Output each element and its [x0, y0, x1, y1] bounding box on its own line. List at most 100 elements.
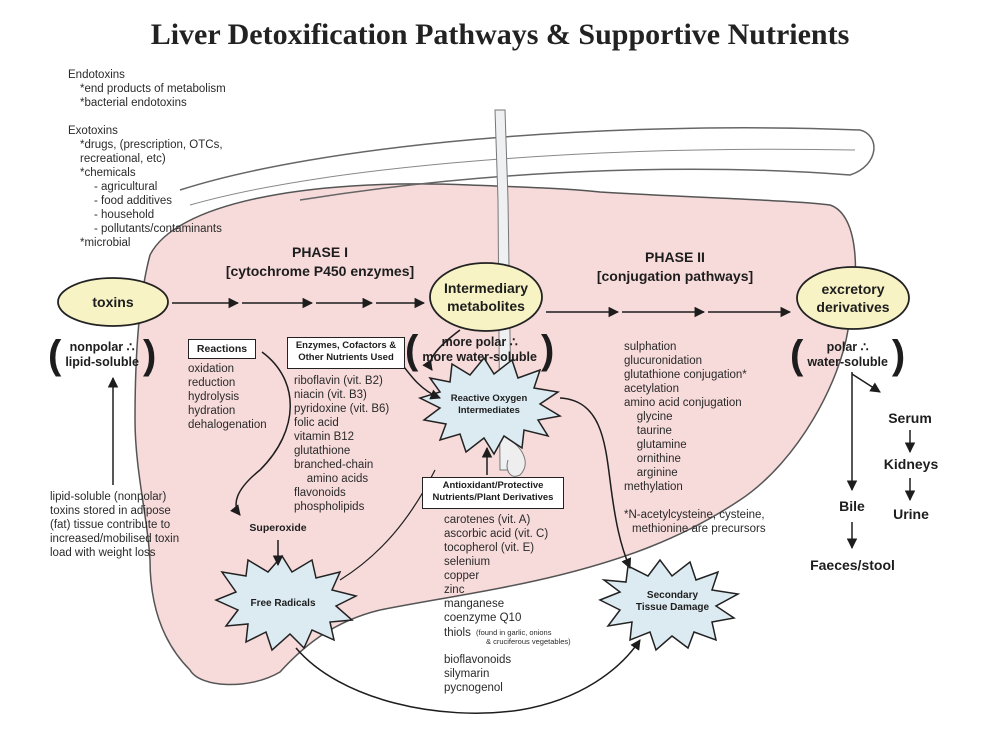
- thiols-note-line2: & cruciferous vegetables): [486, 637, 571, 646]
- exotoxins-heading: Exotoxins: [68, 125, 118, 137]
- arrow-reactions-superoxide: [230, 351, 291, 516]
- endotoxin-item: *bacterial endotoxins: [80, 97, 187, 109]
- thiols-note: & cruciferous vegetables): [486, 637, 571, 646]
- polar-qualifier: ( polar ∴ water-soluble ): [790, 335, 905, 375]
- bile-label: Bile: [839, 498, 865, 514]
- exotoxin-line: - pollutants/contaminants: [94, 223, 222, 235]
- toxins-label: toxins: [92, 294, 134, 310]
- excretory-ellipse: [796, 266, 910, 330]
- reaction-item: hydration: [188, 405, 236, 417]
- secondary-star: [598, 558, 741, 652]
- arrow-free-secondary: [295, 639, 641, 714]
- free-radicals-star: [214, 554, 359, 652]
- reaction-item: oxidation: [188, 363, 235, 375]
- antioxidants-header-line2: Nutrients/Plant Derivatives: [432, 492, 554, 503]
- antioxidants-header-line1: Antioxidant/Protective: [442, 480, 544, 491]
- conjugation-item: glutathione conjugation*: [624, 369, 747, 381]
- enzyme-item: vitamin B12: [294, 431, 355, 443]
- conjugation-note: *N-acetylcysteine, cysteine,: [624, 509, 765, 521]
- lipid-note: (fat) tissue contribute to: [50, 519, 171, 531]
- vessel-coil: [506, 439, 526, 477]
- antioxidant-item: ascorbic acid (vit. C): [444, 528, 549, 540]
- open-paren: (: [48, 333, 62, 377]
- more-polar-qualifier: ( more polar ∴ more water-soluble ): [405, 330, 554, 370]
- phase1-line2: [cytochrome P450 enzymes]: [225, 263, 415, 279]
- conjugation-item: taurine: [624, 425, 672, 437]
- nonpolar-text: nonpolar ∴ lipid-soluble: [61, 340, 143, 370]
- exotoxin-line: - food additives: [94, 195, 172, 207]
- polar-line2: water-soluble: [807, 355, 888, 369]
- enzyme-item: glutathione: [294, 445, 351, 457]
- exotoxin-line: - agricultural: [94, 181, 158, 193]
- faeces-label: Faeces/stool: [810, 557, 895, 573]
- antioxidant-item: manganese: [444, 598, 505, 610]
- open-paren: (: [790, 333, 804, 377]
- thiols-note: (found in garlic, onions: [476, 628, 551, 637]
- reactive-oxygen-line1: Reactive Oxygen: [450, 393, 528, 404]
- intermediary-line1: Intermediary: [443, 280, 529, 296]
- lipid-note: increased/mobilised toxin: [50, 533, 180, 545]
- antioxidant-item: copper: [444, 570, 480, 582]
- ligament-line: [179, 127, 875, 201]
- enzymes-header-line1: Enzymes, Cofactors &: [295, 340, 397, 351]
- page-title: Liver Detoxification Pathways & Supporti…: [150, 18, 850, 51]
- antioxidants-header: Antioxidant/Protective Nutrients/Plant D…: [422, 477, 564, 509]
- enzyme-item: flavonoids: [294, 487, 346, 499]
- intermediary-ellipse: [429, 262, 543, 332]
- arrow-intermediary-roi: [422, 329, 461, 371]
- secondary-line2: Tissue Damage: [635, 602, 710, 613]
- conjugation-item: ornithine: [624, 453, 681, 465]
- reactive-oxygen-line2: Intermediates: [458, 405, 520, 416]
- endotoxin-item: *end products of metabolism: [80, 83, 226, 95]
- intermediary-line2: metabolites: [447, 298, 525, 314]
- more-polar-text: more polar ∴ more water-soluble: [418, 335, 541, 365]
- conjugation-item: methylation: [624, 481, 683, 493]
- open-paren: (: [405, 328, 419, 372]
- excretory-line2: derivatives: [816, 299, 890, 315]
- conjugation-note: methionine are precursors: [632, 523, 766, 535]
- exotoxin-line: recreational, etc): [80, 153, 166, 165]
- lipid-note: toxins stored in adipose: [50, 505, 171, 517]
- exotoxin-line: *drugs, (prescription, OTCs,: [80, 139, 223, 151]
- close-paren: ): [142, 333, 157, 377]
- lipid-note: load with weight loss: [50, 547, 156, 559]
- serum-label: Serum: [888, 410, 932, 426]
- conjugation-item: glycine: [624, 411, 673, 423]
- phase1-line1: PHASE I: [291, 244, 348, 260]
- antioxidant-item: coenzyme Q10: [444, 612, 522, 624]
- exotoxin-line: - household: [94, 209, 155, 221]
- conjugation-item: glutamine: [624, 439, 687, 451]
- nonpolar-qualifier: ( nonpolar ∴ lipid-soluble ): [48, 335, 156, 375]
- phase2-title: PHASE II [conjugation pathways]: [555, 248, 795, 286]
- enzyme-item: riboflavin (vit. B2): [294, 375, 383, 387]
- phase1-title: PHASE I [cytochrome P450 enzymes]: [200, 243, 440, 281]
- phase2-line1: PHASE II: [645, 249, 705, 265]
- kidneys-label: Kidneys: [883, 456, 939, 472]
- endotoxins-heading: Endotoxins: [68, 69, 125, 81]
- more-polar-line2: more water-soluble: [422, 350, 537, 364]
- excretory-label: excretory derivatives: [797, 280, 909, 316]
- conjugation-item: arginine: [624, 467, 678, 479]
- polar-line1: polar ∴: [826, 340, 869, 354]
- free-radicals-label: Free Radicals: [250, 598, 316, 609]
- reaction-item: reduction: [188, 377, 236, 389]
- exotoxin-line: *chemicals: [80, 167, 136, 179]
- superoxide-label: Superoxide: [249, 522, 307, 534]
- enzyme-item: niacin (vit. B3): [294, 389, 367, 401]
- thiols-note-line1: (found in garlic, onions: [476, 628, 552, 637]
- conjugation-item: acetylation: [624, 383, 679, 395]
- more-polar-line1: more polar ∴: [441, 335, 518, 349]
- antioxidant-item: pycnogenol: [444, 682, 503, 694]
- reactive-oxygen-label: Reactive Oxygen Intermediates: [448, 393, 530, 417]
- phase2-line2: [conjugation pathways]: [596, 268, 754, 284]
- enzyme-item: folic acid: [294, 417, 339, 429]
- enzyme-item: amino acids: [294, 473, 369, 485]
- reaction-item: dehalogenation: [188, 419, 267, 431]
- close-paren: ): [540, 328, 555, 372]
- secondary-label: Secondary Tissue Damage: [625, 590, 720, 614]
- antioxidant-item: silymarin: [444, 668, 490, 680]
- conjugation-item: amino acid conjugation: [624, 397, 742, 409]
- excretory-line1: excretory: [821, 281, 885, 297]
